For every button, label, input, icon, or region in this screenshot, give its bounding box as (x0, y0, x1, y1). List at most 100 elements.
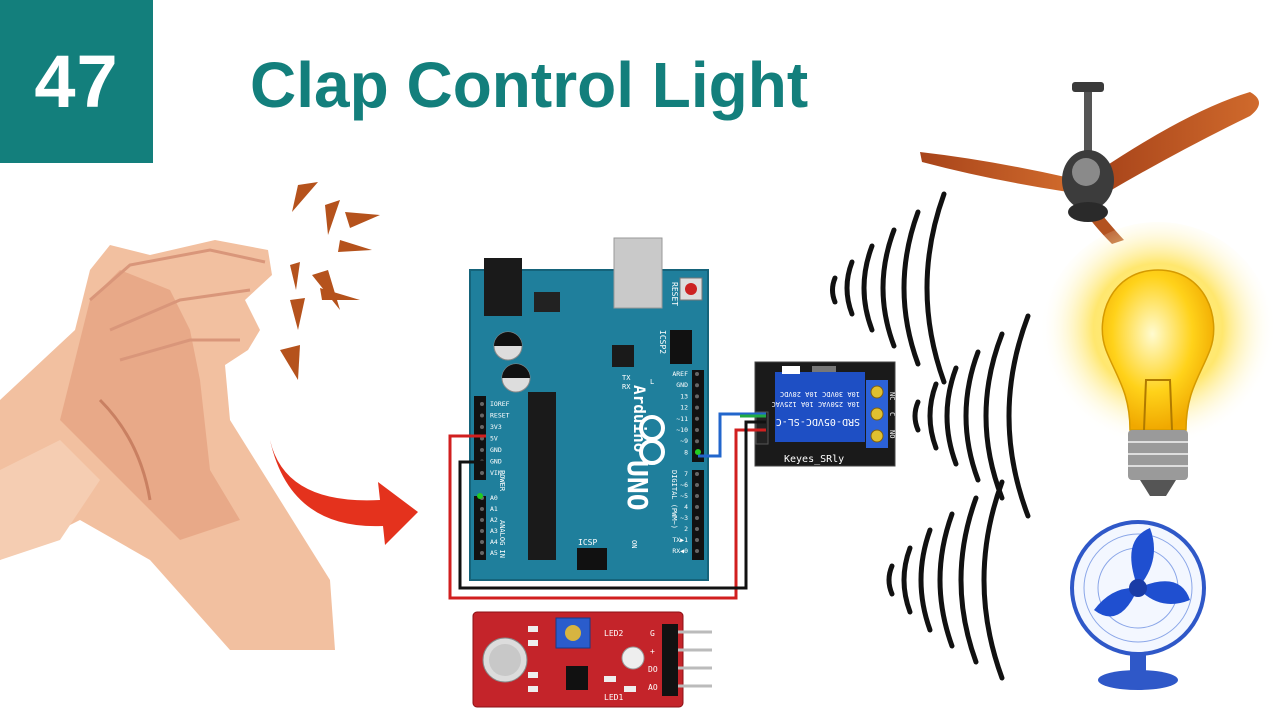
sensor-led2: LED2 (604, 629, 623, 638)
arrow-icon (270, 440, 418, 545)
digital-pin-label-top-1: GND (676, 381, 688, 389)
usb-port (613, 237, 663, 309)
wire-5v-red (448, 428, 766, 600)
clapping-hands-illustration (0, 240, 335, 650)
digital-header-top (692, 370, 704, 462)
analog-pin-label-dot-4 (480, 540, 484, 544)
power-pin-label-2: 3V3 (490, 423, 502, 431)
clap-sound-marks (280, 182, 380, 380)
on-label: ON (630, 540, 638, 548)
digital-pin-label-top-2: 13 (680, 392, 688, 400)
digital-pin-label-bottom-dot-1 (695, 483, 699, 487)
digital-pin-label-top-3: 12 (680, 404, 688, 412)
digital-header-bottom (692, 470, 704, 560)
light-bulb-icon (1040, 222, 1276, 496)
power-header (474, 396, 486, 480)
sound-waves-top (830, 191, 947, 385)
digital-pin-label-top-4: ~11 (676, 415, 688, 423)
digital-pin-label-top-dot-2 (695, 394, 699, 399)
sensor-pin-g: G (650, 629, 655, 638)
power-pin-label-1: RESET (490, 412, 510, 420)
analog-pin-label-dot-5 (480, 551, 484, 555)
digital-pin-label-bottom-5: 2 (684, 525, 688, 533)
rx-label: RX (622, 383, 631, 391)
sound-waves-middle (912, 313, 1031, 519)
digital-pin-label-top-7: 8 (684, 448, 688, 456)
power-pin-label-dot-6 (480, 471, 484, 475)
analog-pin-label-0: A0 (490, 494, 498, 502)
digital-pin-label-bottom-2: ~5 (680, 492, 688, 500)
tx-label: TX (622, 374, 631, 382)
power-pin-label-0: IOREF (490, 400, 510, 408)
digital-pin-label-top-dot-3 (695, 405, 699, 410)
sensor-pin-plus: + (650, 647, 655, 656)
digital-pin-label-top-dot-0 (695, 372, 699, 376)
arduino-infinity-logo-icon (639, 415, 665, 465)
analog-pin-label-dot-2 (480, 518, 484, 522)
icsp-label: ICSP (578, 538, 597, 547)
ceiling-fan-icon (920, 82, 1259, 244)
wire-signal-blue (698, 412, 766, 458)
digital-pin-label-top-0: AREF (672, 370, 688, 378)
digital-pin-label-bottom-0: 7 (684, 470, 688, 478)
power-pin-label-dot-1 (480, 413, 484, 418)
digital-pin-label-bottom-3: 4 (684, 503, 688, 511)
analog-pin-label-2: A2 (490, 516, 498, 524)
pin8-highlight (695, 449, 701, 455)
digital-pin-label-top-5: ~10 (676, 426, 688, 434)
analog-pin-label-dot-1 (480, 507, 484, 511)
analog-pin-label-4: A4 (490, 538, 498, 546)
digital-label: DIGITAL (PWM~) (670, 470, 678, 529)
l-label: L (650, 378, 654, 386)
power-jack (484, 258, 522, 316)
digital-pin-label-bottom-dot-6 (695, 538, 699, 542)
analog-pin-label-3: A3 (490, 527, 498, 535)
relay-rating-1: 10A 250VAC 10A 125VAC (771, 400, 860, 408)
atmega-chip (528, 392, 556, 560)
analog-pin-label-5: A5 (490, 549, 498, 557)
power-pin-label-dot-2 (480, 425, 484, 429)
number-badge: 47 (0, 0, 153, 163)
digital-pin-label-bottom-dot-0 (695, 472, 699, 476)
power-pin-label-6: VIN (490, 469, 502, 477)
power-pin-label-3: 5V (490, 435, 498, 443)
digital-pin-label-top-dot-6 (695, 439, 699, 444)
sensor-pin-ao: AO (648, 683, 658, 692)
power-pin-label-dot-0 (480, 402, 484, 406)
digital-pin-label-bottom-dot-7 (695, 549, 699, 553)
digital-pin-label-bottom-7: RX◀0 (672, 547, 688, 555)
sensor-pin-do: DO (648, 665, 658, 674)
digital-pin-label-bottom-dot-3 (695, 505, 699, 509)
uno-model: UNO (621, 460, 654, 511)
wire-gnd-black (458, 420, 766, 590)
digital-pin-label-bottom-dot-2 (695, 494, 699, 498)
digital-pin-label-bottom-1: ~6 (680, 481, 688, 489)
relay-model: SRD-05VDC-SL-C (776, 416, 860, 427)
relay-block (775, 372, 865, 442)
reset-button-icon (685, 283, 697, 295)
relay-terminal-no: NO (888, 430, 896, 438)
sound-waves-bottom (886, 479, 1005, 681)
sound-sensor-module: LED2 LED1 G + DO AO (472, 611, 712, 708)
power-pin-label-4: GND (490, 446, 502, 454)
digital-pin-label-top-dot-5 (695, 428, 699, 432)
analog-pin-label-dot-3 (480, 529, 484, 533)
digital-pin-label-bottom-4: ~3 (680, 514, 688, 522)
relay-label: Keyes_SRly (784, 454, 844, 465)
icsp2-label: ICSP2 (658, 330, 667, 354)
page-title: Clap Control Light (250, 49, 809, 121)
table-fan-icon (1070, 520, 1206, 690)
power-pin-label-5: GND (490, 458, 502, 466)
arduino-uno-board: RESET ICSP2 ICSP Arduino UNO TX RX L ON … (469, 237, 709, 581)
relay-terminal-nc: NC (888, 392, 896, 400)
analog-header (474, 496, 486, 560)
reset-label: RESET (670, 282, 679, 306)
analog-pin-label-1: A1 (490, 505, 498, 513)
badge-number: 47 (34, 40, 119, 123)
power-pin-labels: IOREF RESET 3V3 5V GND GND VIN (480, 400, 510, 477)
digital-pin-label-bottom-dot-5 (695, 527, 699, 531)
sensor-led1: LED1 (604, 693, 623, 702)
